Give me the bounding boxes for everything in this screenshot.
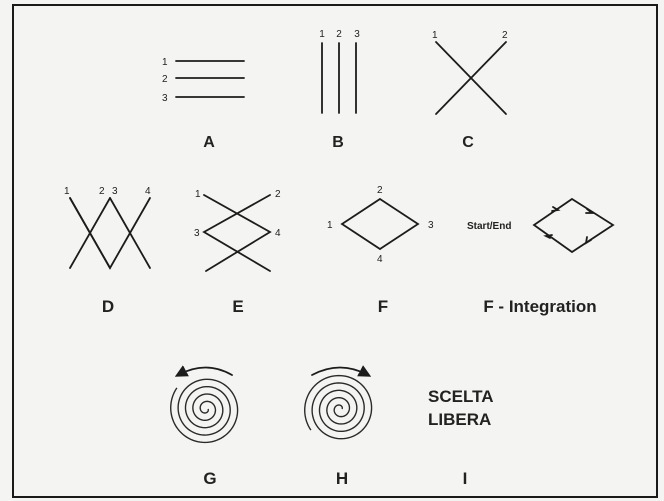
panel-f-integration-tick-3	[584, 236, 592, 245]
panel-f-diamond	[340, 197, 420, 251]
panel-a-number-1: 1	[162, 57, 168, 68]
panel-b-number-2: 2	[336, 29, 342, 40]
panel-e-stroke-2	[202, 194, 271, 272]
panel-f: 2 1 3 4 F	[327, 185, 434, 316]
panel-i-caption: I	[463, 469, 468, 488]
panel-f-integration-start-end: Start/End	[467, 221, 511, 232]
panel-b-caption: B	[332, 134, 344, 151]
panel-f-integration-tick-1	[551, 206, 561, 212]
panel-d-number-2: 2	[99, 186, 105, 197]
panel-a-number-2: 2	[162, 74, 168, 85]
panel-d-number-4: 4	[145, 186, 151, 197]
panel-f-number-1: 1	[327, 220, 333, 231]
panel-c-number-2: 2	[502, 30, 508, 41]
panel-f-number-3: 3	[428, 220, 434, 231]
panel-c: 1 2 C	[432, 30, 508, 151]
panel-f-caption: F	[378, 297, 388, 316]
panel-g-spiral	[170, 378, 239, 444]
panel-h-caption: H	[336, 469, 348, 488]
panel-e-number-2: 2	[275, 189, 281, 200]
panel-g: G	[170, 365, 239, 488]
spiral-g-path	[170, 378, 239, 444]
panel-d-stroke-right	[69, 197, 151, 270]
panel-d-stroke-3	[69, 197, 111, 269]
panel-h-arrow	[311, 365, 372, 377]
panel-i-text-line-1: SCELTA	[428, 387, 493, 406]
panel-f-integration-tick-4	[543, 234, 553, 239]
panel-f-number-2: 2	[377, 185, 383, 196]
panel-i-text-line-2: LIBERA	[428, 410, 491, 429]
panel-a-number-3: 3	[162, 93, 168, 104]
panel-a: 1 2 3 A	[162, 57, 245, 151]
panel-d-stroke-2	[109, 197, 151, 269]
panel-f-integration: Start/End F - Integration	[467, 197, 615, 316]
panel-f-integration-diamond	[532, 197, 615, 254]
panel-a-caption: A	[203, 134, 215, 151]
panel-d: 1 2 3 4 D	[64, 186, 151, 316]
panel-c-number-1: 1	[432, 30, 438, 41]
panel-f-number-4: 4	[377, 254, 383, 265]
panel-b: 1 2 3 B	[319, 29, 360, 151]
panel-g-arrow	[174, 365, 233, 377]
spiral-h-path	[304, 374, 373, 440]
diagram-frame	[12, 4, 658, 498]
panel-d-number-1: 1	[64, 186, 70, 197]
panel-c-caption: C	[462, 134, 474, 151]
panel-e: 1 2 3 4 E	[194, 189, 281, 316]
panel-e-number-4: 4	[275, 228, 281, 239]
panel-e-number-3: 3	[194, 228, 200, 239]
panel-f-integration-tick-2	[585, 208, 595, 214]
panel-h-spiral	[304, 374, 373, 440]
panel-h: H	[304, 365, 373, 488]
panel-b-number-3: 3	[354, 29, 360, 40]
panel-d-caption: D	[102, 297, 114, 316]
panel-f-integration-caption: F - Integration	[483, 297, 596, 316]
panel-i: SCELTA LIBERA I	[428, 387, 493, 488]
panel-b-number-1: 1	[319, 29, 325, 40]
panel-e-stroke-1	[203, 194, 272, 272]
panel-e-number-1: 1	[195, 189, 201, 200]
panel-d-number-3: 3	[112, 186, 118, 197]
panel-c-line-2	[435, 41, 507, 115]
panel-e-caption: E	[232, 297, 243, 316]
panel-g-caption: G	[203, 469, 216, 488]
